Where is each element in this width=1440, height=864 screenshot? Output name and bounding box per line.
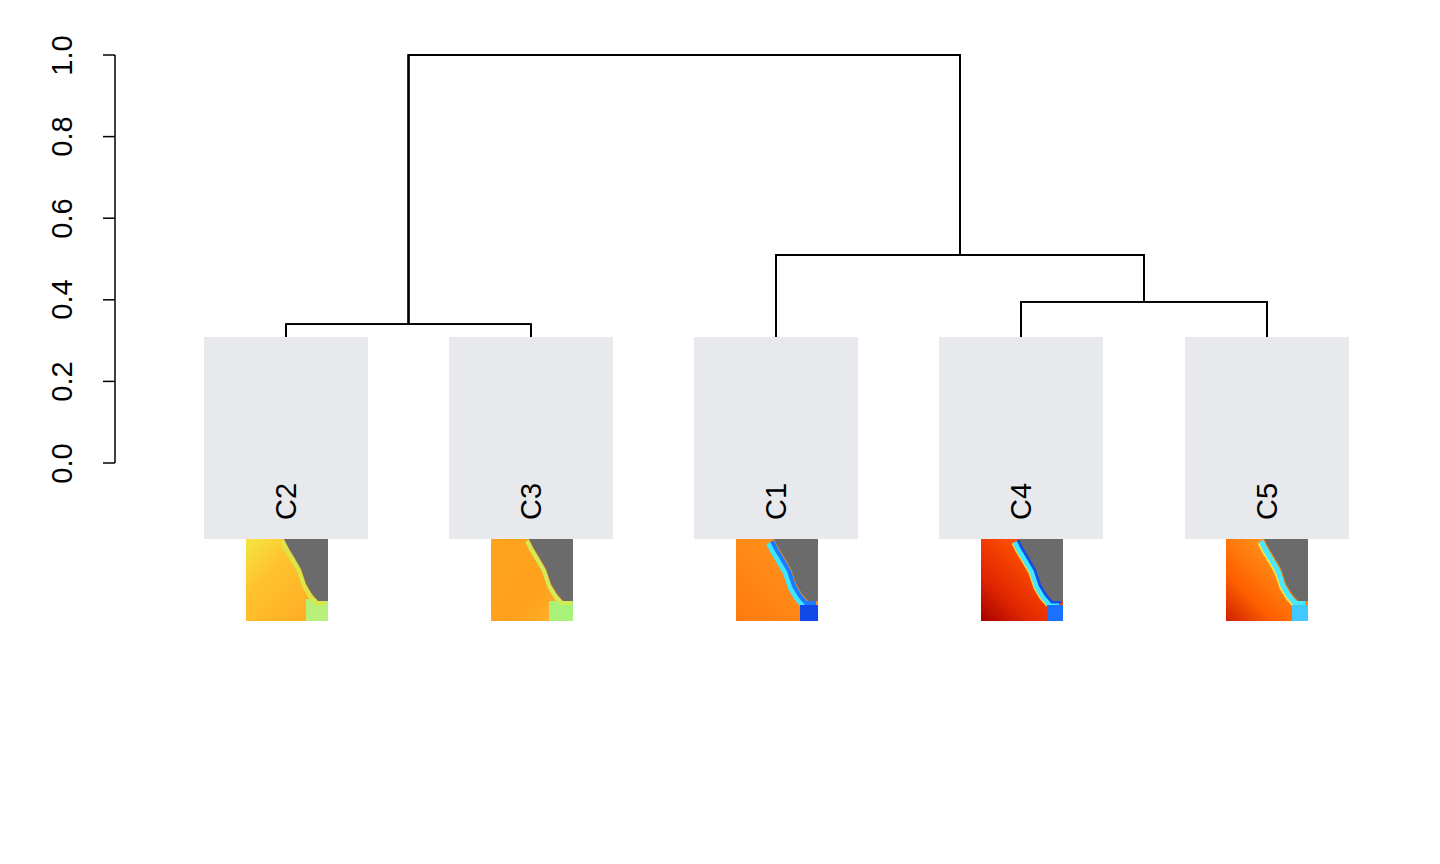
leaf-label-box: C5	[1185, 337, 1349, 539]
dendrogram-branch	[286, 55, 1267, 337]
leaf-label: C3	[517, 483, 546, 520]
map-thumbnail	[736, 539, 818, 621]
leaf-label: C2	[272, 483, 301, 520]
leaf-label: C5	[1253, 483, 1282, 520]
dendrogram-branch	[286, 55, 960, 337]
axis-tick-label: 0.4	[48, 280, 77, 320]
map-thumbnail	[491, 539, 573, 621]
dendrogram-branch	[409, 55, 961, 337]
leaf-label-box: C4	[939, 337, 1103, 539]
leaf-label-box: C3	[449, 337, 613, 539]
dendrogram-branch	[776, 255, 1144, 337]
map-thumbnail	[1226, 539, 1308, 621]
axis-tick-label: 0.2	[48, 361, 77, 401]
leaf-label: C4	[1007, 483, 1036, 520]
axis-tick-label: 0.0	[48, 443, 77, 483]
axis-tick-label: 0.6	[48, 198, 77, 238]
y-axis	[103, 55, 115, 463]
leaf-label-box: C2	[204, 337, 368, 539]
map-thumbnail	[981, 539, 1063, 621]
dendrogram-branch	[286, 55, 1144, 337]
leaf-label-box: C1	[694, 337, 858, 539]
dendrogram-branch	[409, 55, 1145, 337]
dendrogram-branch	[286, 324, 531, 337]
axis-tick-label: 0.8	[48, 116, 77, 156]
leaf-label: C1	[762, 483, 791, 520]
dendrogram-branch	[409, 55, 1268, 337]
dendrogram-branch	[1021, 302, 1267, 337]
axis-tick-label: 1.0	[48, 35, 77, 75]
map-thumbnail	[246, 539, 328, 621]
